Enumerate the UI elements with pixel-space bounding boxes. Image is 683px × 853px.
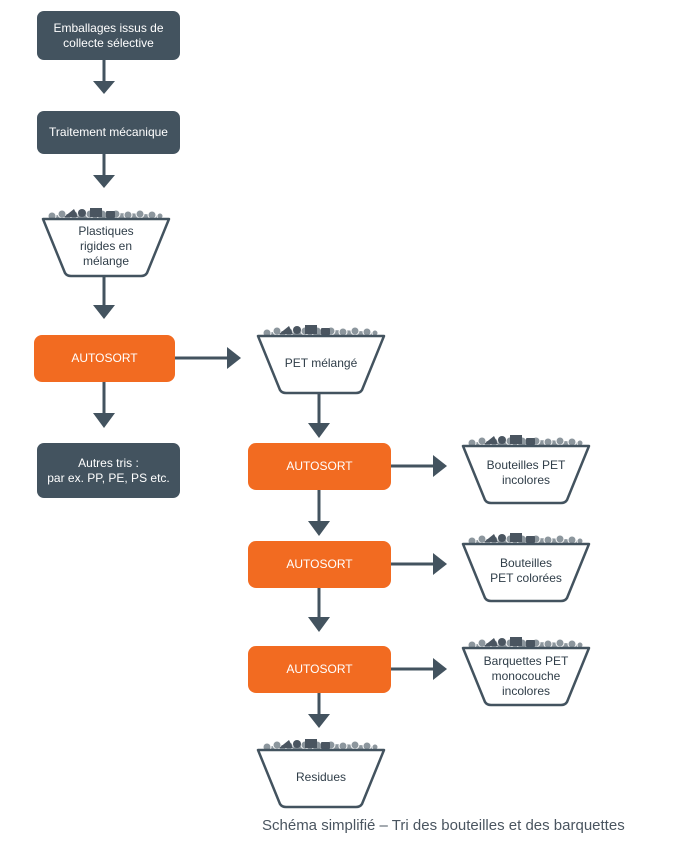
arrow-down-icon [93, 277, 115, 319]
node-autosort-1: AUTOSORT [34, 335, 175, 382]
node-autosort-3: AUTOSORT [248, 541, 391, 588]
bin-icon [461, 533, 591, 603]
arrow-down-icon [93, 154, 115, 188]
arrow-right-icon [391, 658, 447, 680]
arrow-down-icon [308, 588, 330, 632]
arrow-down-icon [93, 382, 115, 428]
bin-icon [461, 637, 591, 707]
arrow-right-icon [175, 347, 241, 369]
bin-barquettes: Barquettes PET monocouche incolores [460, 634, 592, 707]
bin-residues: Residues [255, 736, 387, 809]
bin-pet-melange: PET mélangé [255, 322, 387, 395]
bin-bouteilles-colorees-label: Bouteilles PET colorées [490, 556, 562, 585]
bin-bouteilles-incolores: Bouteilles PET incolores [460, 432, 592, 505]
bin-residues-label: Residues [295, 769, 347, 784]
bin-plastiques: Plastiques rigides en mélange [40, 205, 172, 278]
node-autosort-1-label: AUTOSORT [71, 351, 138, 365]
node-autosort-2: AUTOSORT [248, 443, 391, 490]
arrow-right-icon [391, 455, 447, 477]
bin-bouteilles-colorees: Bouteilles PET colorées [460, 530, 592, 603]
arrow-down-icon [308, 394, 330, 438]
node-collecte-label: Emballages issus de collecte sélective [53, 20, 164, 50]
node-autres-tris-label: Autres tris : par ex. PP, PE, PS etc. [47, 455, 170, 485]
node-autosort-4: AUTOSORT [248, 646, 391, 693]
bin-pet-melange-label: PET mélangé [284, 355, 358, 370]
arrow-down-icon [93, 60, 115, 94]
bin-icon [256, 325, 386, 395]
node-autres-tris: Autres tris : par ex. PP, PE, PS etc. [37, 443, 180, 498]
bin-plastiques-label: Plastiques rigides en mélange [78, 223, 134, 268]
bin-bouteilles-incolores-label: Bouteilles PET incolores [486, 458, 566, 487]
arrow-down-icon [308, 693, 330, 728]
bin-barquettes-label: Barquettes PET monocouche incolores [483, 653, 569, 698]
arrow-right-icon [391, 553, 447, 575]
node-autosort-3-label: AUTOSORT [286, 557, 353, 571]
node-collecte: Emballages issus de collecte sélective [37, 11, 180, 60]
diagram-caption: Schéma simplifié – Tri des bouteilles et… [262, 817, 625, 834]
node-autosort-2-label: AUTOSORT [286, 459, 353, 473]
bin-icon [41, 208, 171, 278]
arrow-down-icon [308, 490, 330, 536]
node-traitement: Traitement mécanique [37, 111, 180, 154]
bin-icon [461, 435, 591, 505]
node-autosort-4-label: AUTOSORT [286, 662, 353, 676]
bin-icon [256, 739, 386, 809]
node-traitement-label: Traitement mécanique [49, 125, 168, 139]
